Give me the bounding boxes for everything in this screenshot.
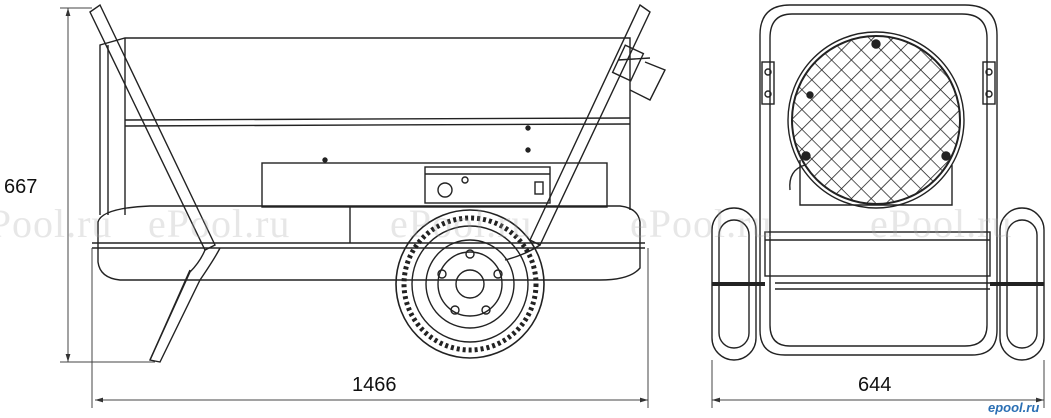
control-panel (261, 162, 608, 208)
watermark-2: ePool.ru (148, 201, 291, 246)
side-dimensions (60, 7, 649, 408)
base-tank (97, 205, 641, 281)
front-wheel-left (711, 207, 765, 361)
front-view (711, 4, 1045, 361)
side-wheel (395, 209, 545, 359)
length-dimension-label: 1466 (352, 374, 397, 396)
width-dimension-label: 644 (858, 374, 892, 396)
front-dimensions (711, 360, 1045, 408)
front-frame (759, 4, 998, 240)
watermark-3: ePool.ru (390, 201, 533, 246)
front-base (764, 231, 991, 277)
front-wheel-right (990, 207, 1045, 361)
corner-watermark: epool.ru (988, 400, 1040, 415)
side-view (89, 3, 666, 363)
watermark-5: ePool.ru (870, 201, 1013, 246)
watermark-1: ePool.ru (0, 201, 113, 246)
height-dimension-label: 667 (4, 176, 38, 198)
fan-guard (787, 31, 965, 209)
handle-front (89, 3, 216, 251)
handle-grip (617, 57, 666, 101)
watermark-4: ePool.ru (630, 201, 773, 246)
